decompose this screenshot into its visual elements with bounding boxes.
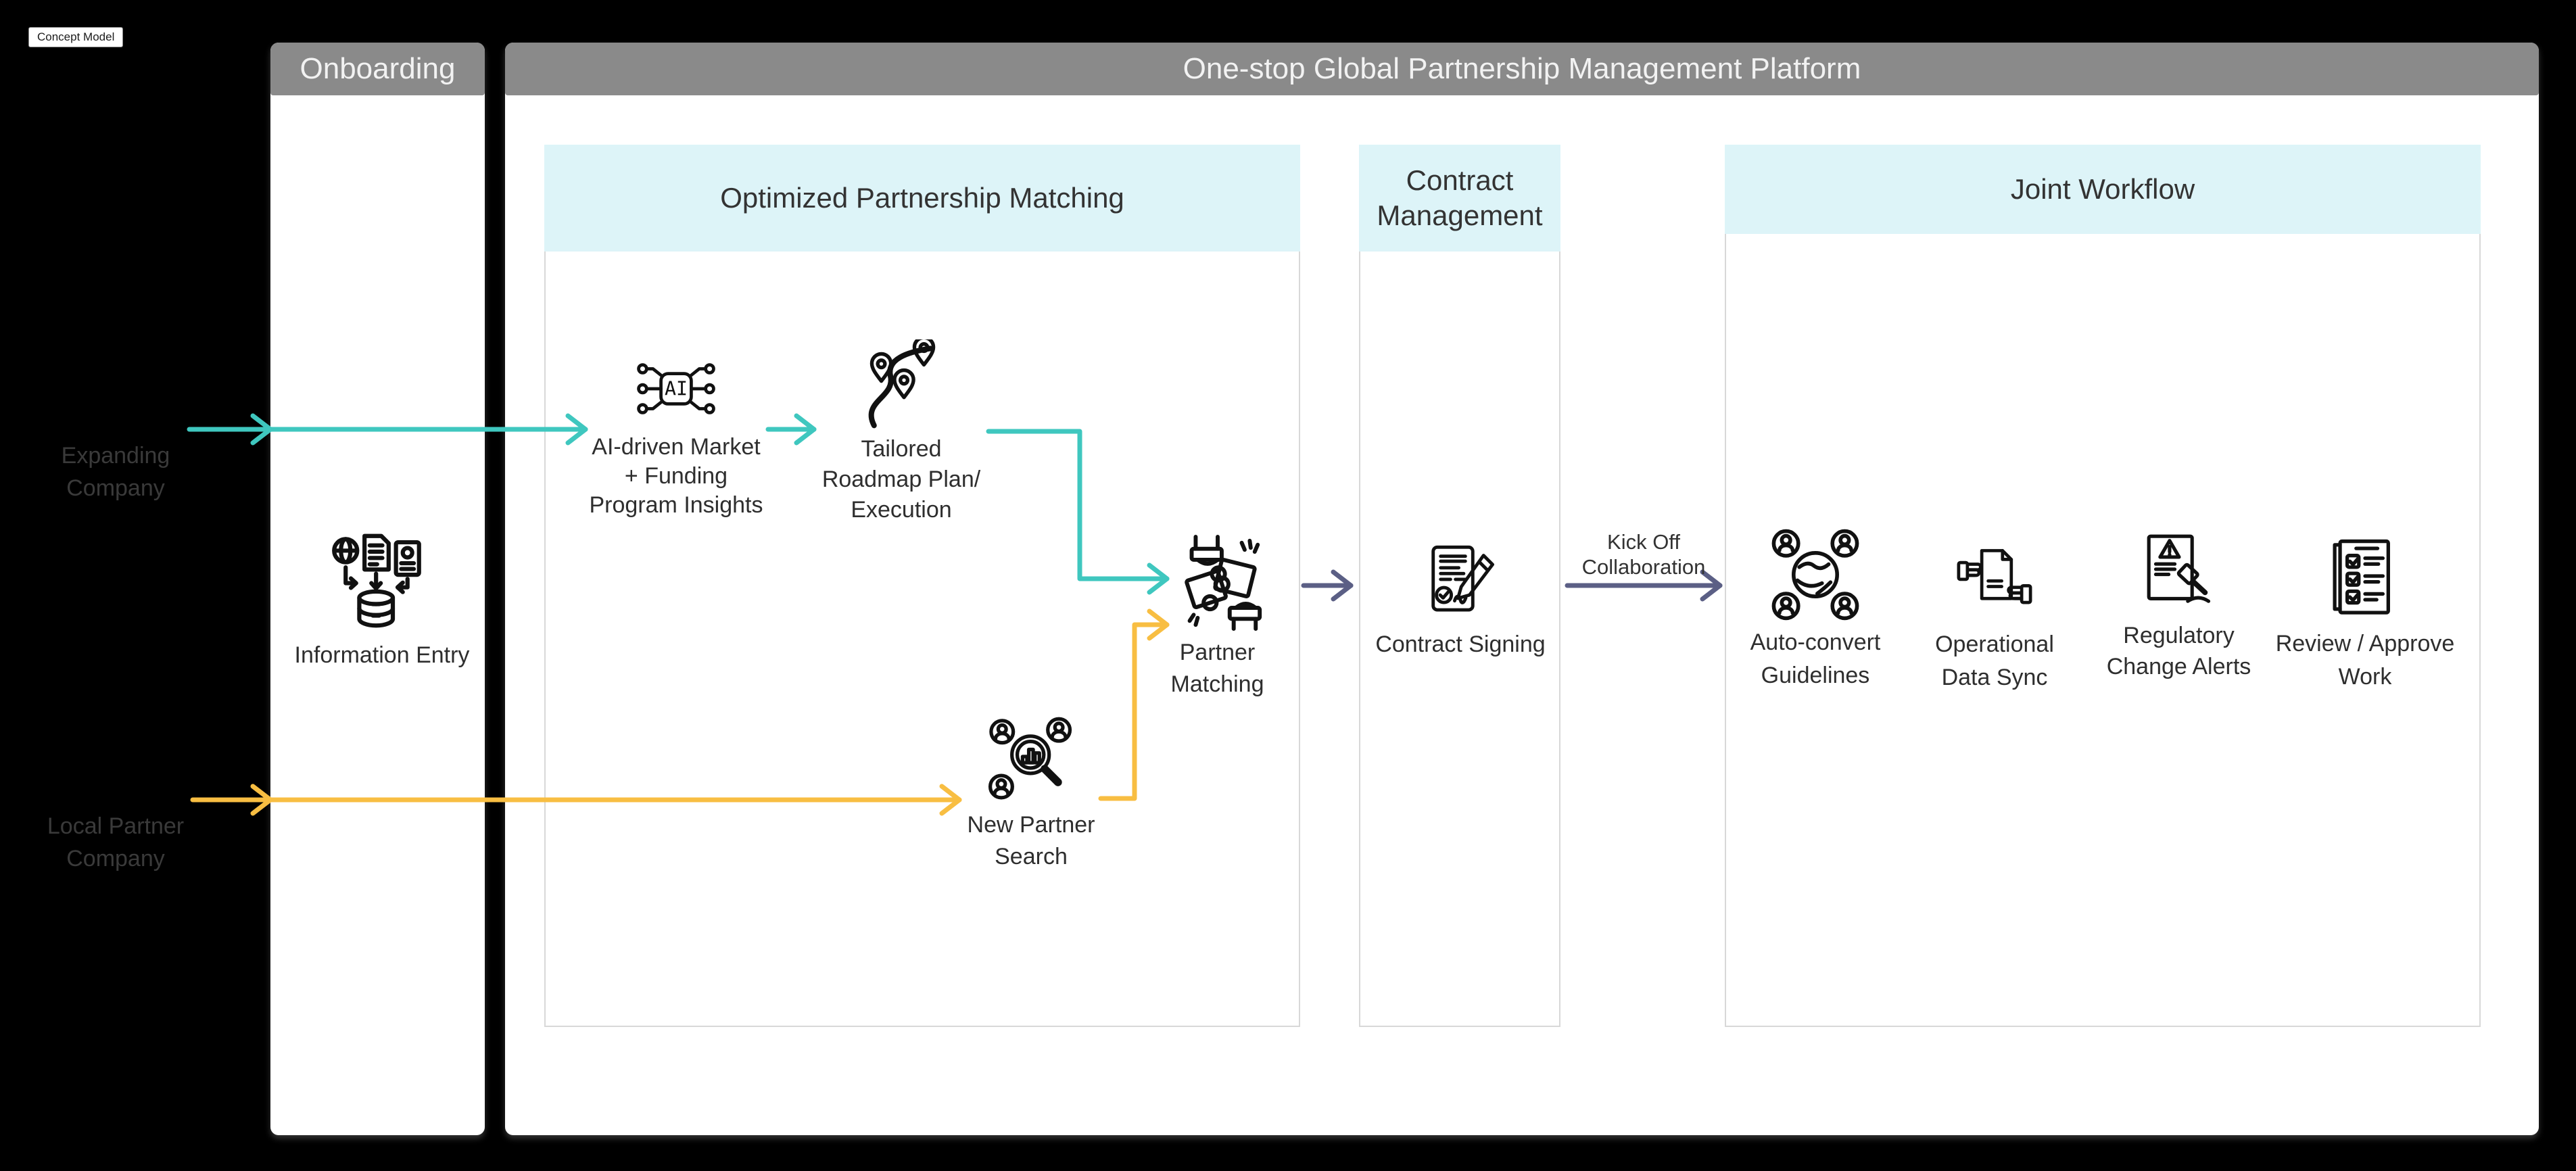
- section-title: Optimized Partnership Matching: [720, 182, 1124, 214]
- onboarding-header: Onboarding: [270, 43, 485, 95]
- node-label-line: + Funding: [624, 463, 728, 489]
- node-label: Contract Signing: [1375, 631, 1546, 657]
- node-label-line: Change Alerts: [2106, 654, 2251, 679]
- kickoff-collaboration-label: Kick Off Collaboration: [1569, 529, 1719, 579]
- node-label-line: Program Insights: [589, 492, 763, 518]
- node-label-line: Roadmap Plan/: [821, 467, 981, 492]
- kickoff-line: Kick Off: [1607, 530, 1680, 554]
- onboarding-title: Onboarding: [300, 52, 456, 85]
- node-label-line: Tailored: [861, 436, 942, 462]
- section-contract-management[interactable]: Contract Management: [1359, 145, 1560, 1027]
- node-regulatory-change-alerts[interactable]: Regulatory Change Alerts: [2079, 529, 2279, 682]
- arrowhead-expanding-at-onboarding: [250, 413, 273, 446]
- node-information-entry[interactable]: Information Entry: [274, 531, 490, 671]
- actor-expanding-company-label: Expanding Company: [14, 439, 217, 504]
- concept-model-badge[interactable]: Concept Model: [28, 27, 124, 47]
- node-label-line: Work: [2338, 664, 2392, 690]
- node-label-line: Data Sync: [1941, 665, 2048, 690]
- platform-panel[interactable]: One-stop Global Partnership Management P…: [505, 43, 2539, 1135]
- platform-title: One-stop Global Partnership Management P…: [1183, 52, 1861, 85]
- database-entry-icon: [331, 533, 421, 628]
- kickoff-line: Collaboration: [1581, 555, 1706, 579]
- section-optimized-matching-header: Optimized Partnership Matching: [544, 145, 1300, 252]
- node-label-line: Review / Approve: [2275, 631, 2455, 656]
- checklist-icon: [2333, 539, 2390, 615]
- actor-label-line: Expanding: [61, 443, 170, 469]
- roadmap-pins-icon: [868, 339, 936, 429]
- section-joint-workflow[interactable]: Joint Workflow: [1725, 145, 2481, 1027]
- section-title: Joint Workflow: [2010, 173, 2195, 205]
- actor-label-line: Company: [66, 475, 165, 501]
- actor-label-line: Local Partner: [47, 813, 185, 839]
- node-operational-data-sync[interactable]: Operational Data Sync: [1894, 544, 2095, 694]
- node-auto-convert-guidelines[interactable]: Auto-convert Guidelines: [1715, 527, 1915, 692]
- ai-chip-icon: AI: [637, 363, 715, 414]
- document-handoff-icon: [1957, 549, 2032, 604]
- node-review-approve-work[interactable]: Review / Approve Work: [2265, 534, 2465, 694]
- section-contract-management-header: Contract Management: [1359, 145, 1560, 252]
- actor-label-line: Company: [66, 846, 165, 871]
- search-people-icon: [988, 717, 1072, 800]
- alert-gavel-icon: [2147, 534, 2210, 603]
- section-joint-workflow-header: Joint Workflow: [1725, 145, 2481, 234]
- node-label-line: Regulatory: [2123, 623, 2235, 648]
- svg-text:AI: AI: [665, 377, 688, 400]
- node-label-line: Partner: [1179, 640, 1256, 665]
- signed-document-icon: [1431, 545, 1495, 612]
- node-label-line: Operational: [1935, 631, 2054, 657]
- actor-local-partner-label: Local Partner Company: [14, 810, 217, 875]
- node-contract-signing[interactable]: Contract Signing: [1360, 542, 1560, 660]
- node-tailored-roadmap[interactable]: Tailored Roadmap Plan/ Execution: [800, 339, 1003, 525]
- node-new-partner-search[interactable]: New Partner Search: [930, 717, 1132, 873]
- section-optimized-matching[interactable]: Optimized Partnership Matching: [544, 145, 1300, 1027]
- node-ai-market-insights[interactable]: AI AI-driven Market + Funding Program In…: [571, 349, 781, 520]
- node-label-line: Search: [995, 844, 1068, 869]
- node-label-line: New Partner: [967, 812, 1095, 838]
- node-label-line: AI-driven Market: [592, 434, 761, 460]
- node-label-line: Auto-convert: [1750, 629, 1881, 655]
- puzzle-hands-icon: [1184, 534, 1262, 631]
- node-label: Information Entry: [294, 642, 470, 668]
- globe-people-icon: [1771, 529, 1859, 621]
- section-title-line: Management: [1377, 199, 1543, 231]
- platform-header: One-stop Global Partnership Management P…: [505, 43, 2539, 95]
- section-title-line: Contract: [1406, 164, 1514, 196]
- node-label-line: Execution: [851, 497, 952, 523]
- node-partner-matching[interactable]: Partner Matching: [1118, 533, 1317, 700]
- node-label-line: Guidelines: [1761, 663, 1870, 688]
- node-label-line: Matching: [1170, 671, 1264, 697]
- arrowhead-local-at-onboarding: [250, 784, 273, 816]
